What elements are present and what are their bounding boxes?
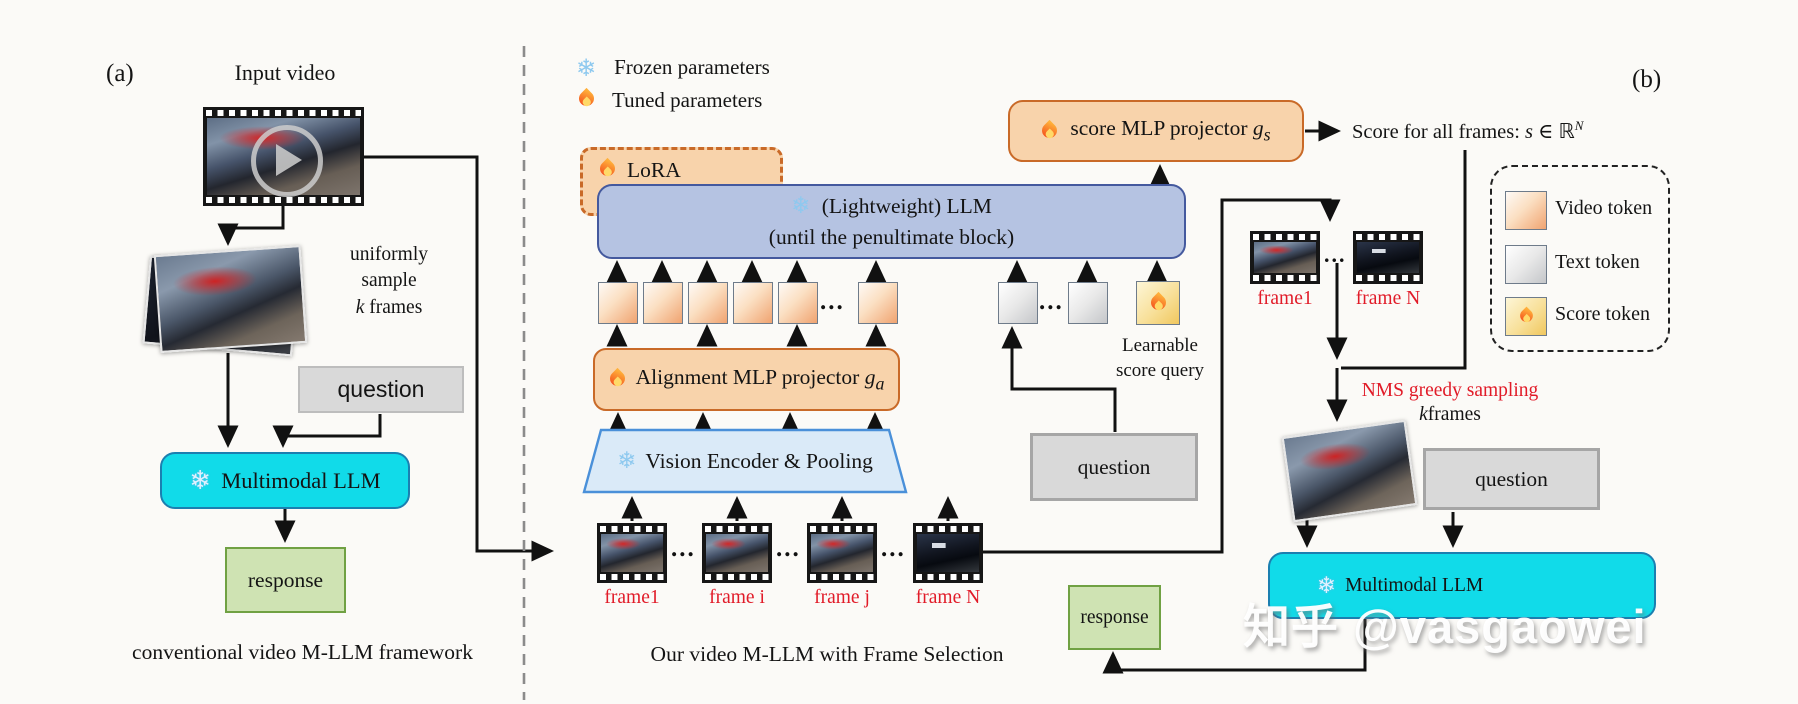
nms-note-line2: k frames — [1419, 404, 1481, 425]
flame-icon — [1041, 121, 1058, 142]
lightweight-llm-box: ❄ (Lightweight) LLM (until the penultima… — [597, 184, 1186, 259]
ellipsis: ... — [1324, 242, 1347, 267]
snowflake-icon: ❄ — [576, 54, 597, 82]
token-legend-box: Video token Text token Score token — [1490, 165, 1670, 352]
trapezoid-shape — [582, 428, 908, 494]
video-token — [733, 282, 773, 324]
ellipsis: ... — [671, 535, 696, 562]
arrow-question-to-llm — [272, 414, 382, 448]
lora-label: LoRA — [627, 158, 681, 182]
llm-a-label: Multimodal LLM — [221, 467, 381, 493]
b-frame-thumb-N — [1353, 231, 1423, 284]
question-box-a: question — [298, 366, 464, 413]
frame-thumb-j — [807, 523, 877, 583]
alignment-projector-box: Alignment MLP projector ga — [593, 348, 900, 411]
score-output-text: Score for all frames: s ∈ ℝN — [1352, 118, 1584, 143]
flame-icon — [599, 159, 616, 180]
nms-note-line1: NMS greedy sampling — [1361, 380, 1539, 401]
video-token — [688, 282, 728, 324]
video-token — [598, 282, 638, 324]
b-frame-thumb-1 — [1250, 231, 1320, 284]
frame-label: frame1 — [1257, 288, 1313, 309]
vision-encoder-trapezoid: ❄ Vision Encoder & Pooling — [580, 428, 910, 494]
snowflake-icon: ❄ — [791, 193, 811, 220]
score-token — [1136, 281, 1180, 325]
ellipsis: ... — [881, 535, 906, 562]
score-projector-box: score MLP projector gs — [1008, 100, 1304, 162]
panel-a-label: (a) — [106, 60, 134, 87]
flame-icon — [1150, 293, 1167, 314]
question-box-center: question — [1030, 433, 1198, 501]
input-video-filmstrip — [203, 107, 364, 206]
frame-label: frame N — [915, 587, 981, 608]
response-box-b: response — [1068, 585, 1161, 650]
snowflake-icon: ❄ — [189, 465, 212, 496]
video-token — [858, 282, 898, 324]
panel-b-label: (b) — [1632, 66, 1662, 93]
learnable-score-query-note: Learnable score query — [1115, 335, 1205, 381]
text-token — [1068, 282, 1108, 324]
frame-thumb-i — [702, 523, 772, 583]
frozen-legend: ❄ Frozen parameters — [576, 54, 770, 82]
frame-label: frame j — [814, 587, 870, 608]
arrow-film-to-photos — [217, 206, 285, 246]
sampled-frames-stack-front — [153, 244, 308, 354]
frame-label: frame1 — [604, 587, 660, 608]
frame-label: frame N — [1355, 288, 1421, 309]
selected-frames-photo — [1281, 419, 1418, 523]
flame-icon — [609, 369, 626, 390]
ellipsis: ... — [1039, 288, 1064, 315]
question-box-right: question — [1423, 448, 1600, 510]
snowflake-icon: ❄ — [617, 448, 637, 474]
frame-thumb-1 — [597, 523, 667, 583]
frame-thumb-N — [913, 523, 983, 583]
watermark: 知乎 @vasgaowei — [1243, 600, 1647, 653]
video-token — [778, 282, 818, 324]
flame-icon — [1519, 308, 1533, 326]
text-token-swatch — [1505, 245, 1547, 284]
caption-b: Our video M-LLM with Frame Selection — [650, 642, 1004, 666]
tuned-legend: Tuned parameters — [578, 88, 762, 113]
ellipsis: ... — [820, 288, 845, 315]
response-box-a: response — [225, 547, 346, 613]
input-video-title: Input video — [234, 60, 336, 85]
play-icon — [251, 125, 323, 197]
snowflake-icon: ❄ — [1316, 572, 1337, 599]
text-token — [998, 282, 1038, 324]
video-token — [643, 282, 683, 324]
caption-a: conventional video M-LLM framework — [132, 640, 473, 664]
multimodal-llm-box-a: ❄ Multimodal LLM — [160, 452, 410, 509]
score-token-label: Score token — [1555, 303, 1650, 325]
text-token-label: Text token — [1555, 251, 1640, 273]
score-token-swatch — [1505, 297, 1547, 336]
video-token-label: Video token — [1555, 197, 1653, 219]
uniform-sample-note: uniformly sample k frames — [350, 244, 428, 318]
multimodal-llm-box-b: ❄ Multimodal LLM — [1268, 552, 1656, 619]
llm-b-label: Multimodal LLM — [1345, 574, 1484, 596]
vision-encoder-label: Vision Encoder & Pooling — [645, 448, 873, 473]
frame-label: frame i — [709, 587, 765, 608]
video-token-swatch — [1505, 191, 1547, 230]
flame-icon — [578, 89, 595, 110]
ellipsis: ... — [776, 535, 801, 562]
